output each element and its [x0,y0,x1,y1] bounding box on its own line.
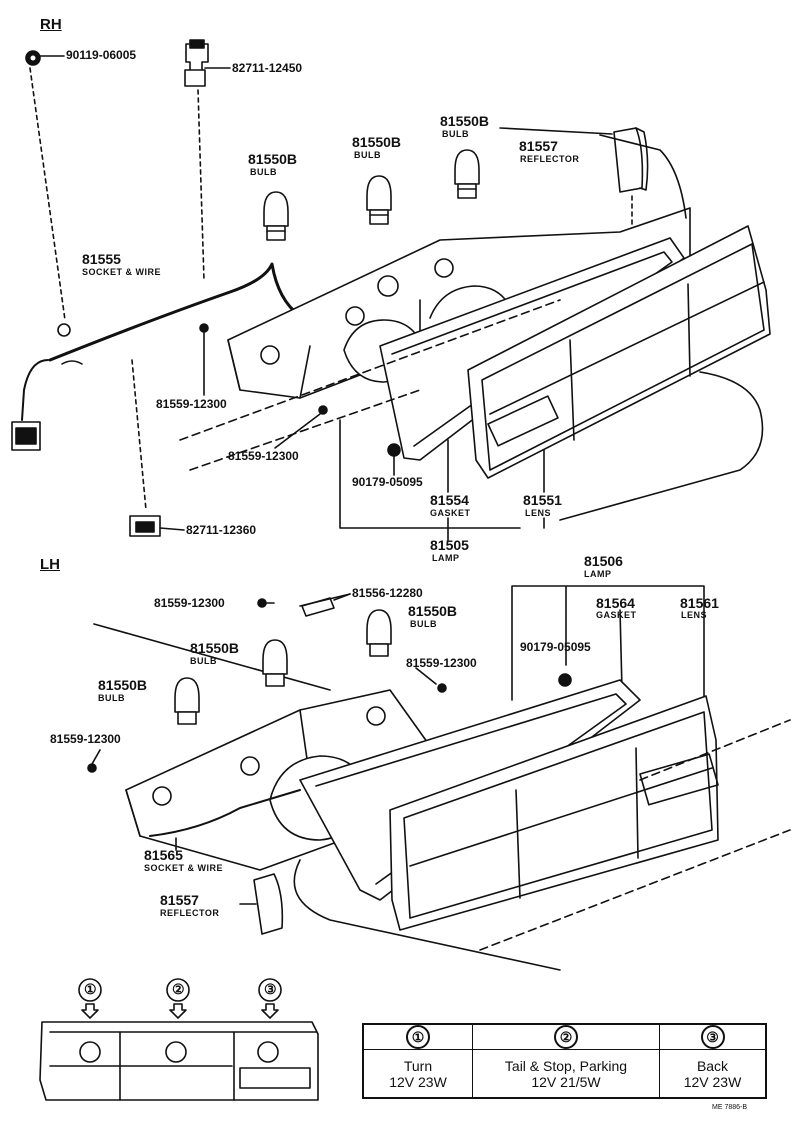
lh-bulb-c [174,677,200,725]
rh-bulb3-sub: BULB [442,129,469,139]
legend-name-1: Turn [403,1057,433,1074]
rh-socket-part-number: 81555 [82,251,121,267]
legend-name-3: Back [696,1057,729,1074]
lh-clip-81556 [301,593,351,617]
lh-screw-mid [437,683,447,693]
lh-screw-left [87,763,97,773]
lh-reflector-sub: REFLECTOR [160,908,220,918]
position-marker-2: ② [172,981,185,997]
lh-bulb-c-sub: BULB [98,693,125,703]
bulb-legend-table: ① ② ③ Turn 12V 23W Tail & Stop, Parking … [362,1023,767,1099]
lh-screw-mid-label: 81559-12300 [406,656,477,670]
lh-bulb-a-sub: BULB [410,619,437,629]
rh-bulb2-sub: BULB [354,150,381,160]
rh-label-82711-12450: 82711-12450 [232,61,303,75]
lh-nut-90179-label: 90179-05095 [520,640,591,654]
rh-screw-1 [199,323,209,396]
legend-rating-1: 12V 23W [389,1073,447,1090]
lh-socket-part-number: 81565 [144,847,183,863]
legend-header-3: ③ [659,1023,767,1050]
rh-bulb-2 [366,175,392,225]
rh-screw-2 [274,405,328,449]
rh-bulb-1 [263,191,289,241]
rh-lamp-part-number: 81505 [430,537,469,553]
legend-cell-tail-stop: Tail & Stop, Parking 12V 21/5W [472,1049,660,1099]
rh-lens-sub: LENS [525,508,552,518]
rh-reflector-part-number: 81557 [519,138,558,154]
rh-lens-part-number: 81551 [523,492,562,508]
lh-screw-left-label: 81559-12300 [50,732,121,746]
rh-bulb1-part-number: 81550B [248,151,298,167]
legend-rating-3: 12V 23W [683,1073,742,1090]
position-marker-1: ① [84,981,97,997]
lh-bulb-c-part-number: 81550B [98,677,148,693]
rh-screw2-label: 81559-12300 [228,449,299,463]
lh-lens [389,695,719,931]
rh-label-90119-06005: 90119-06005 [66,48,137,62]
legend-rating-2: 12V 21/5W [531,1073,601,1090]
section-rh-heading: RH [40,16,62,33]
lh-gasket-sub: GASKET [596,610,637,620]
rh-nut-90179-label: 90179-05095 [352,475,423,489]
rh-lens [467,225,771,479]
drawing-code: ME 7886-B [712,1104,748,1111]
lh-bulb-b-part-number: 81550B [190,640,240,656]
legend-body-row: Turn 12V 23W Tail & Stop, Parking 12V 21… [362,1049,767,1099]
rh-bulb3-part-number: 81550B [440,113,490,129]
rh-nut-90119 [25,50,65,66]
lh-bulb-b [262,639,288,687]
rh-gasket-part-number: 81554 [430,492,469,508]
lh-screw-top [257,598,275,608]
lh-socket-sub: SOCKET & WIRE [144,863,224,873]
rh-connector-82711-12360 [129,515,185,537]
lh-label-81556-12280: 81556-12280 [352,586,423,600]
rh-bulb1-sub: BULB [250,167,277,177]
rh-bulb2-part-number: 81550B [352,134,402,150]
rh-nut-90179 [387,443,401,476]
rh-reflector [613,127,649,193]
position-lamp-illustration [39,1021,319,1101]
rh-label-82711-12360: 82711-12360 [186,523,257,537]
lh-bulb-b-sub: BULB [190,656,217,666]
rh-reflector-sub: REFLECTOR [520,154,580,164]
rh-screw1-label: 81559-12300 [156,397,227,411]
section-lh-heading: LH [40,556,60,573]
lh-reflector [239,873,284,935]
rh-lamp-sub: LAMP [432,553,460,563]
legend-cell-back: Back 12V 23W [659,1049,767,1099]
lh-nut-90179 [558,673,572,687]
lh-bulb-a-part-number: 81550B [408,603,458,619]
position-marker-3: ③ [264,981,277,997]
legend-header-row: ① ② ③ [362,1023,767,1050]
lh-lens-part-number: 81561 [680,595,719,611]
legend-cell-turn: Turn 12V 23W [362,1049,473,1099]
position-arrows [81,1003,279,1019]
rh-socket-sub: SOCKET & WIRE [82,267,162,277]
lh-screw-top-label: 81559-12300 [154,596,225,610]
lh-lamp-part-number: 81506 [584,553,623,569]
lh-lens-sub: LENS [681,610,708,620]
lh-bulb-a [366,609,392,657]
lh-lamp-sub: LAMP [584,569,612,579]
legend-header-2: ② [472,1023,660,1050]
lh-gasket-part-number: 81564 [596,595,635,611]
lh-reflector-part-number: 81557 [160,892,199,908]
rh-connector-82711-12450 [184,39,231,87]
legend-header-1: ① [362,1023,473,1050]
legend-name-2: Tail & Stop, Parking [504,1057,628,1074]
position-marker-circles [78,978,282,1002]
rh-gasket-sub: GASKET [430,508,471,518]
rh-bulb-3 [454,149,480,199]
